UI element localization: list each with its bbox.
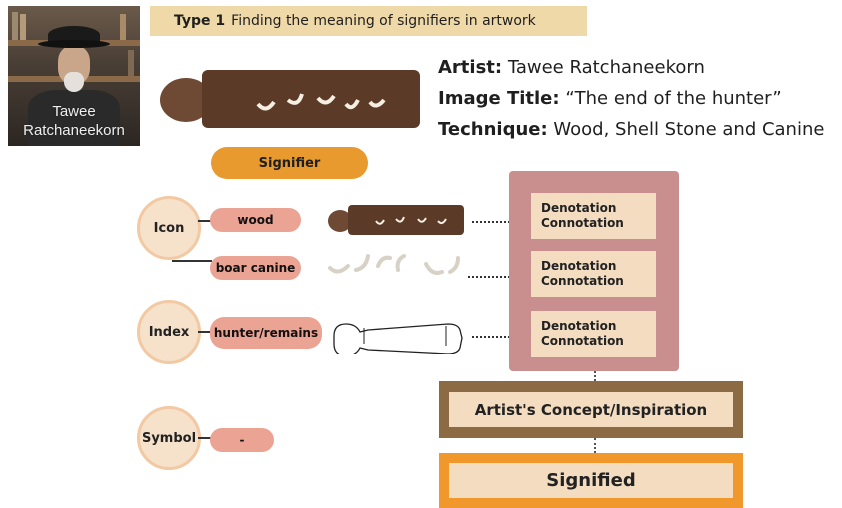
denotation-label: Denotation	[541, 259, 656, 274]
artist-label: Artist:	[438, 57, 502, 78]
portrait-caption-line1: Tawee	[8, 102, 140, 121]
dotted-connector	[594, 371, 596, 381]
title-line: Image Title: “The end of the hunter”	[438, 88, 782, 109]
hunter-remains-pill: hunter/remains	[210, 317, 322, 349]
title-value: “The end of the hunter”	[565, 88, 781, 109]
artist-line: Artist: Tawee Ratchaneekorn	[438, 57, 705, 78]
dotted-connector	[468, 276, 510, 278]
boar-canine-pill: boar canine	[210, 256, 301, 280]
denotation-label: Denotation	[541, 201, 656, 216]
header-banner: Type 1 Finding the meaning of signifiers…	[150, 6, 587, 36]
technique-label: Technique:	[438, 119, 548, 140]
boar-canine-icon	[326, 250, 466, 282]
symbol-value-pill: -	[210, 428, 274, 452]
portrait-caption-line2: Ratchaneekorn	[8, 121, 140, 140]
book-decoration	[120, 14, 126, 40]
connotation-label: Connotation	[541, 274, 656, 289]
dotted-connector	[594, 438, 596, 453]
dotted-connector	[472, 336, 510, 338]
book-decoration	[20, 14, 26, 40]
symbol-circle: Symbol	[137, 406, 201, 470]
artist-value: Tawee Ratchaneekorn	[508, 57, 705, 78]
book-decoration	[12, 12, 18, 40]
denotation-connotation-box: Denotation Connotation	[531, 311, 656, 357]
technique-line: Technique: Wood, Shell Stone and Canine	[438, 119, 824, 140]
artist-concept-label: Artist's Concept/Inspiration	[449, 392, 733, 427]
denotation-connotation-box: Denotation Connotation	[531, 193, 656, 239]
signified-box: Signified	[439, 453, 743, 508]
book-decoration	[128, 50, 134, 76]
denotation-panel: Denotation Connotation Denotation Connot…	[509, 171, 679, 371]
shell-inlay-icon	[218, 80, 408, 120]
shell-inlay-icon	[366, 211, 456, 229]
icon-circle: Icon	[137, 196, 201, 260]
index-circle: Index	[137, 300, 201, 364]
artist-concept-box: Artist's Concept/Inspiration	[439, 381, 743, 438]
wood-pill: wood	[210, 208, 301, 232]
dotted-connector	[472, 221, 510, 223]
denotation-connotation-box: Denotation Connotation	[531, 251, 656, 297]
artist-portrait: Tawee Ratchaneekorn	[8, 6, 140, 146]
denotation-label: Denotation	[541, 319, 656, 334]
signifier-pill: Signifier	[211, 147, 368, 179]
portrait-hat-brim	[38, 40, 110, 48]
signified-label: Signified	[449, 463, 733, 498]
technique-value: Wood, Shell Stone and Canine	[553, 119, 824, 140]
wood-thumbnail	[326, 203, 466, 237]
banner-text: Finding the meaning of signifiers in art…	[231, 13, 536, 29]
type-label: Type 1	[174, 13, 225, 29]
figure-outline-icon	[328, 318, 466, 354]
connotation-label: Connotation	[541, 216, 656, 231]
portrait-beard	[64, 72, 84, 92]
connotation-label: Connotation	[541, 334, 656, 349]
artwork-image	[158, 66, 420, 130]
connector-line	[172, 260, 212, 262]
title-label: Image Title:	[438, 88, 560, 109]
